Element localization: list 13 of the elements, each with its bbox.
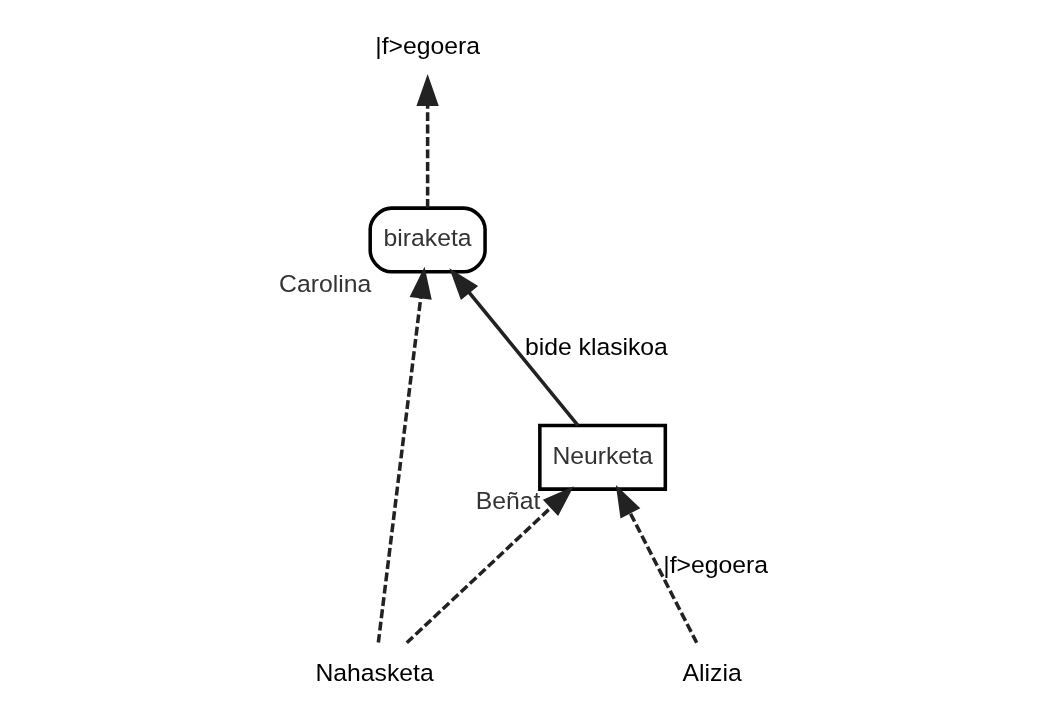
arrow <box>405 486 574 644</box>
node-text: Alizia <box>682 659 742 687</box>
arrow <box>615 485 698 644</box>
node-box: Neurketa <box>537 423 667 491</box>
edge-label: bide klasikoa <box>524 333 668 361</box>
edge-label: |f>egoera <box>662 550 768 578</box>
node-label: Beñat <box>475 486 540 514</box>
arrow <box>416 74 439 208</box>
node-text: Nahasketa <box>314 659 434 687</box>
arrow <box>376 266 432 643</box>
arrow <box>448 268 579 427</box>
node-text: |f>egoera <box>374 31 480 59</box>
node-box: biraketa <box>367 206 487 274</box>
